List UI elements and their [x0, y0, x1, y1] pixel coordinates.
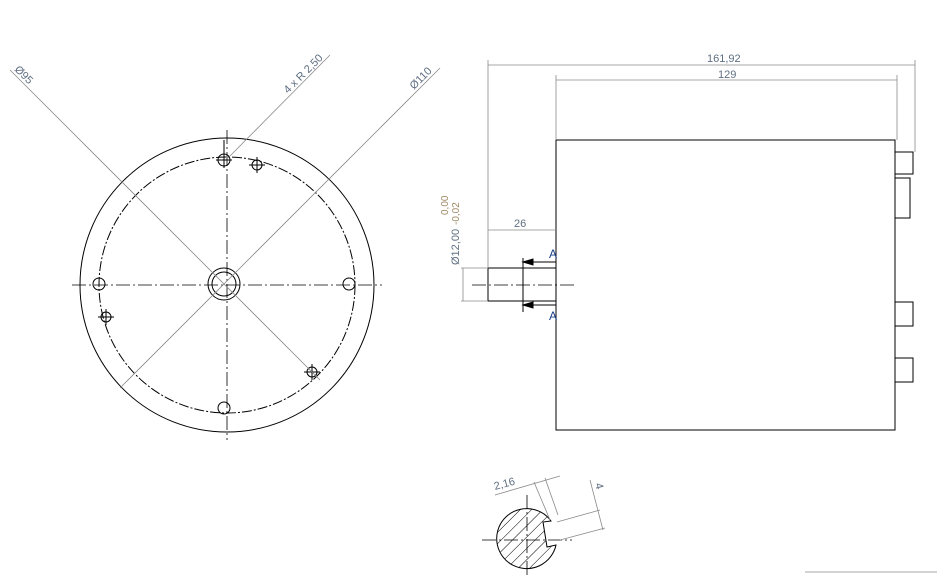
connectors: [894, 151, 914, 383]
connector: [894, 151, 914, 175]
dim-shaft-length: 26: [514, 218, 526, 230]
connector: [894, 301, 914, 327]
shaft-circle: [207, 267, 241, 301]
motor-body: [555, 139, 896, 431]
dim-shaft-diameter: Ø12,00: [450, 229, 462, 265]
dim-key-width: 4: [592, 482, 605, 491]
shaft: [487, 267, 557, 302]
shaft-inner-circle: [211, 271, 237, 297]
section-arrow-top: [521, 258, 556, 266]
dim-key-depth: 2,16: [493, 476, 517, 493]
dim-diameter-95: Ø95: [12, 64, 35, 87]
dim-hole-radius: 4 x R 2,50: [282, 52, 326, 96]
tolerance-upper: 0,00: [440, 195, 451, 215]
section-label-bottom: A: [549, 309, 557, 323]
diameter-110-leader: [119, 67, 441, 389]
hole-radius-leader: [227, 54, 331, 159]
tolerance-lower: -0,02: [451, 202, 462, 225]
front-view: Ø95 4 x R 2,50 Ø110: [9, 52, 441, 440]
section-arrow-bottom: [521, 301, 556, 309]
mounting-holes: [92, 140, 356, 415]
dim-overall-length: 161,92: [707, 53, 741, 65]
dim-body-length: 129: [718, 69, 736, 81]
dim-diameter-110: Ø110: [408, 65, 435, 92]
hole: [342, 277, 356, 291]
section-view: 2,16 4: [482, 475, 605, 575]
connector: [894, 177, 911, 219]
hole: [217, 401, 231, 415]
connector: [894, 357, 914, 383]
hole: [92, 277, 106, 291]
section-label-top: A: [549, 247, 557, 261]
diameter-95-leader: [9, 69, 321, 381]
shaft-cross-section: [496, 508, 557, 570]
side-view: A A 161,92 129 26 Ø12,00 0,00 -0,02: [440, 53, 916, 431]
